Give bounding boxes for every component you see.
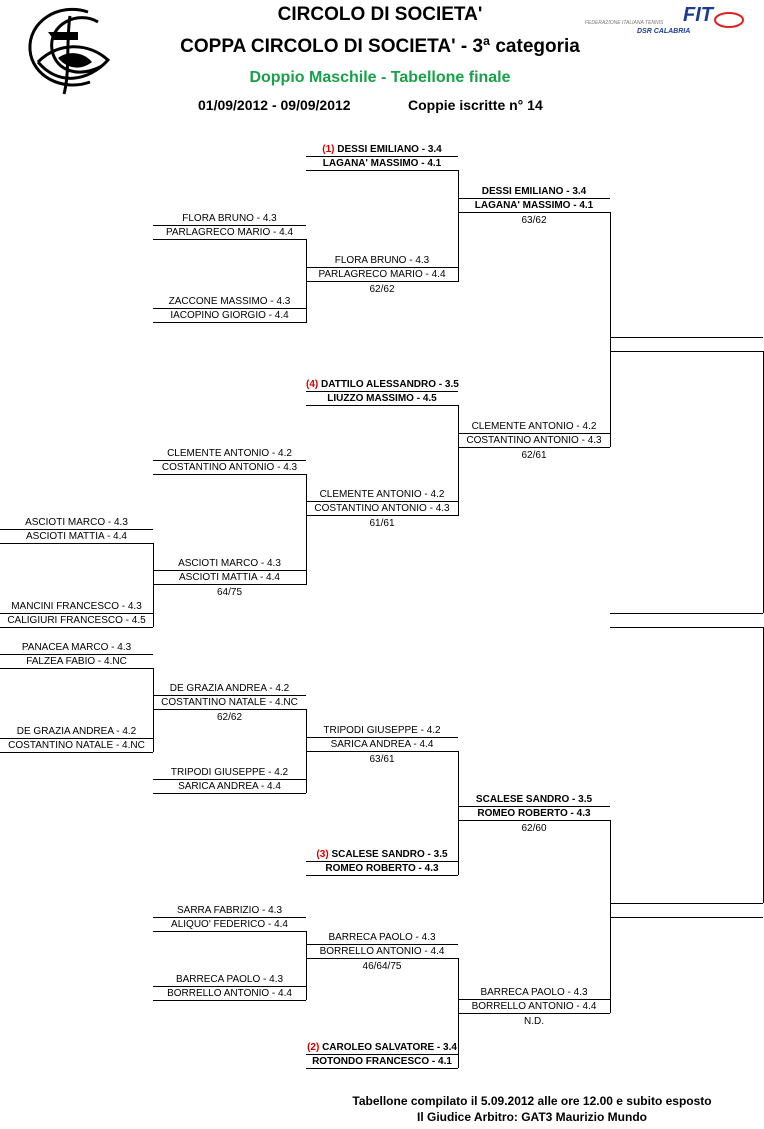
match-score: 64/75 (216, 587, 243, 598)
seed-number: (3) (316, 849, 329, 860)
final-slot-line (610, 917, 763, 918)
match-score: 62/62 (369, 284, 395, 295)
final-slot-line (610, 627, 763, 628)
final-slot-line (610, 337, 763, 338)
match-score: 61/61 (369, 518, 395, 529)
seed-number: (2) (307, 1042, 320, 1053)
registered-pairs: Coppie iscritte n° 14 (408, 97, 543, 113)
bracket-connector (458, 405, 459, 516)
bracket-connector (610, 820, 611, 1013)
club-monogram-logo (28, 7, 111, 95)
tournament-title: COPPA CIRCOLO DI SOCIETA' - 3ª categoria (180, 36, 580, 57)
final-slot-line (610, 903, 763, 904)
referee-note: Il Giudice Arbitro: GAT3 Maurizio Mundo (417, 1110, 647, 1124)
tournament-dates: 01/09/2012 - 09/09/2012 (198, 97, 351, 113)
bracket-connector (306, 931, 307, 1000)
fit-logo-text: FIT (683, 4, 713, 26)
match-score: 63/62 (521, 215, 547, 226)
bracket-connector (306, 474, 307, 585)
match-score: 62/61 (521, 450, 547, 461)
fit-logo: FIT FEDERAZIONE ITALIANA TENNIS DSR CALA… (585, 4, 747, 38)
match-score: 62/62 (216, 712, 243, 723)
final-slot-line (610, 613, 763, 614)
bracket-connector (153, 543, 154, 627)
seed-number: (4) (306, 379, 319, 390)
match-score: N.D. (524, 1016, 544, 1027)
fit-logo-line1: FEDERAZIONE ITALIANA TENNIS (585, 20, 664, 26)
event-title: Doppio Maschile - Tabellone finale (249, 69, 511, 86)
bracket-connector (610, 212, 611, 447)
tennis-ball-swoosh-icon (714, 12, 744, 28)
match-score: 63/61 (369, 754, 395, 765)
bracket-connector (458, 170, 459, 282)
bracket-connector (458, 751, 459, 875)
compiled-note: Tabellone compilato il 5.09.2012 alle or… (352, 1094, 712, 1108)
match-score: 46/64/75 (362, 961, 402, 972)
match-score: 62/60 (521, 823, 547, 834)
fit-logo-line2: DSR CALABRIA (637, 28, 691, 35)
seed-number: (1) (322, 144, 335, 155)
final-slot-line (610, 351, 763, 352)
page-title: CIRCOLO DI SOCIETA' (277, 4, 483, 25)
bracket-connector (153, 668, 154, 752)
